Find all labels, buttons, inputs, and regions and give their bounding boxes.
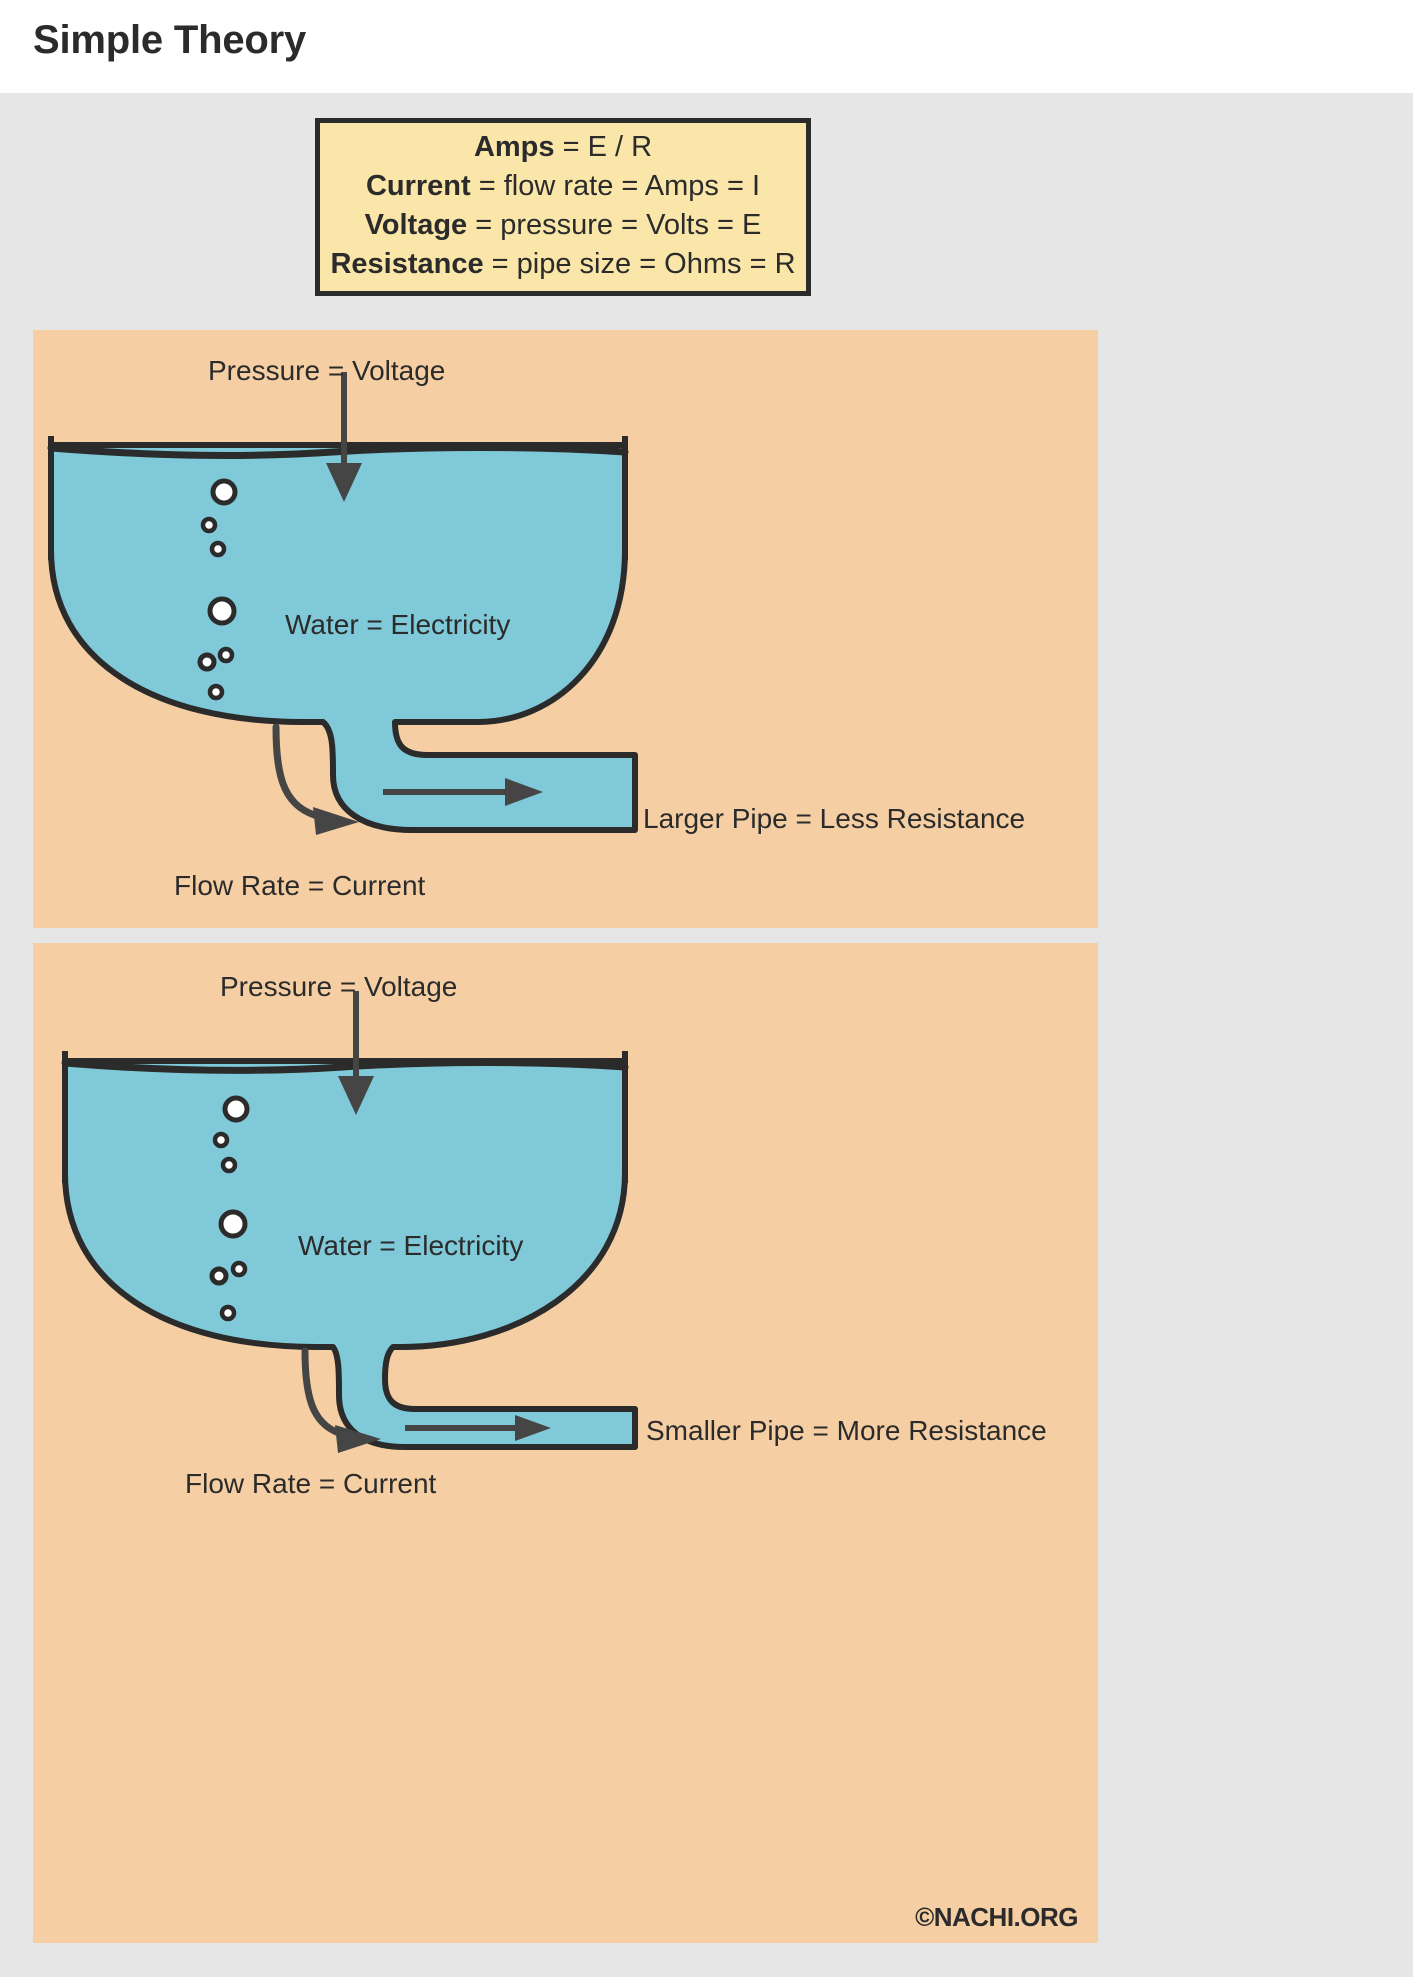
bubble-icon <box>230 1260 248 1278</box>
flow-arrow-icon <box>335 1425 381 1453</box>
flow-label-top: Flow Rate = Current <box>174 870 426 901</box>
formula-line-resistance: Resistance = pipe size = Ohms = R <box>330 245 795 284</box>
pipe-arrow-icon <box>515 1415 551 1441</box>
diagram-panel-smaller-pipe: Pressure = Voltage Water = Electricity S… <box>33 943 1098 1943</box>
flow-curve-line <box>272 723 325 821</box>
bubble-icon <box>200 516 218 534</box>
bubble-icon <box>222 1095 250 1123</box>
diagram-svg-smaller-pipe <box>61 991 638 1453</box>
copyright-watermark: ©NACHI.ORG <box>915 1902 1078 1932</box>
bubble-icon <box>209 540 227 558</box>
bubble-icon <box>197 652 217 672</box>
pressure-label-bottom: Pressure = Voltage <box>220 971 458 1002</box>
water-surface-line <box>47 444 629 459</box>
water-label-top: Water = Electricity <box>285 609 511 640</box>
pressure-arrow-icon <box>326 463 362 502</box>
formula-term-current: Current <box>365 170 471 202</box>
bubble-icon <box>212 1131 230 1149</box>
pipe-arrow-icon <box>505 778 543 806</box>
formula-term-amps: Amps <box>473 131 555 163</box>
bubble-icon <box>207 596 237 626</box>
water-label-bottom: Water = Electricity <box>298 1230 524 1261</box>
pressure-label-top: Pressure = Voltage <box>208 355 446 386</box>
formula-line-amps: Amps = E / R <box>474 128 652 167</box>
flow-arrow-icon <box>313 807 359 835</box>
formula-rest-amps: = E / R <box>554 131 653 163</box>
formula-box: Amps = E / R Current = flow rate = Amps … <box>315 118 811 296</box>
water-body-shape <box>48 442 638 833</box>
formula-rest-voltage: = pressure = Volts = E <box>467 209 762 241</box>
bubble-icon <box>217 646 235 664</box>
diagram-panel-larger-pipe: Pressure = Voltage Water = Electricity L… <box>33 330 1098 928</box>
formula-line-current: Current = flow rate = Amps = I <box>366 167 760 206</box>
bubble-icon <box>209 1266 229 1286</box>
formula-rest-current: = flow rate = Amps = I <box>470 170 761 202</box>
bubble-icon <box>210 478 238 506</box>
bubble-icon <box>218 1209 248 1239</box>
formula-rest-resistance: = pipe size = Ohms = R <box>483 248 796 280</box>
formula-term-resistance: Resistance <box>330 248 484 280</box>
formula-line-voltage: Voltage = pressure = Volts = E <box>365 206 762 245</box>
flow-label-bottom: Flow Rate = Current <box>185 1468 437 1499</box>
pipe-label-bottom: Smaller Pipe = More Resistance <box>646 1415 1047 1446</box>
page-title: Simple Theory <box>33 18 307 62</box>
diagram-svg-larger-pipe <box>47 372 638 835</box>
water-body-shape <box>62 1058 638 1450</box>
bubble-icon <box>220 1156 238 1174</box>
bubble-icon <box>219 1304 237 1322</box>
formula-term-voltage: Voltage <box>364 209 468 241</box>
pressure-arrow-icon <box>338 1076 374 1115</box>
water-surface-line <box>61 1059 629 1074</box>
pipe-label-top: Larger Pipe = Less Resistance <box>643 803 1026 834</box>
bubble-icon <box>207 683 225 701</box>
